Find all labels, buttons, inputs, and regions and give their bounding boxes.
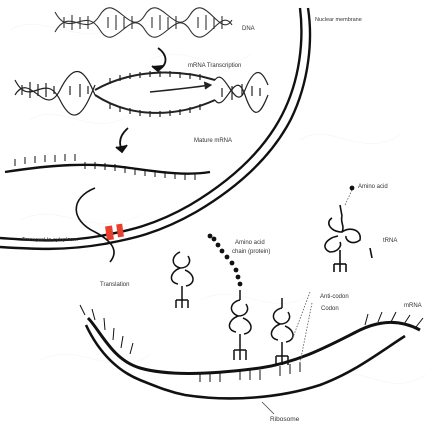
mrna-label: mRNA (404, 303, 422, 310)
ribosome-leader (262, 402, 274, 414)
trna-free-icon (325, 205, 372, 272)
cytoplasm-mrna-strand (88, 318, 420, 373)
trna-label: tRNA (383, 238, 397, 245)
nuclear-membrane-label: Nuclear membrane (315, 17, 362, 24)
trna-bound-middle-icon (229, 290, 251, 360)
trna-bound-right-icon (271, 298, 293, 365)
amino-acid-chain-label-line1: Amino acid (235, 240, 265, 247)
mature-mrna-label: Mature mRNA (194, 138, 232, 145)
amino-acid-chain-label-line2: chain (protein) (232, 249, 270, 256)
translation-label: Translation (100, 282, 129, 289)
ribosome-label: Ribosome (270, 416, 299, 423)
codon-label: Codon (321, 306, 339, 313)
dna-unwound-icon (15, 71, 268, 117)
mrna-transcription-label: mRNA Transcription (188, 63, 241, 70)
mature-mrna-strand (5, 154, 210, 180)
anti-codon-label: Anti-codon (320, 294, 349, 301)
trna-bound-left-icon (171, 252, 193, 308)
transcription-arrow (152, 48, 166, 71)
dna-label: DNA (242, 26, 255, 33)
amino-acid-marker-icon (208, 186, 355, 239)
transport-path (76, 188, 114, 262)
mature-mrna-arrow (116, 128, 128, 152)
transport-to-cytoplasm-label: Transport to cytoplasm (22, 237, 78, 244)
amino-acid-label: Amino acid (358, 184, 388, 191)
nuclear-membrane-shape (0, 8, 310, 249)
